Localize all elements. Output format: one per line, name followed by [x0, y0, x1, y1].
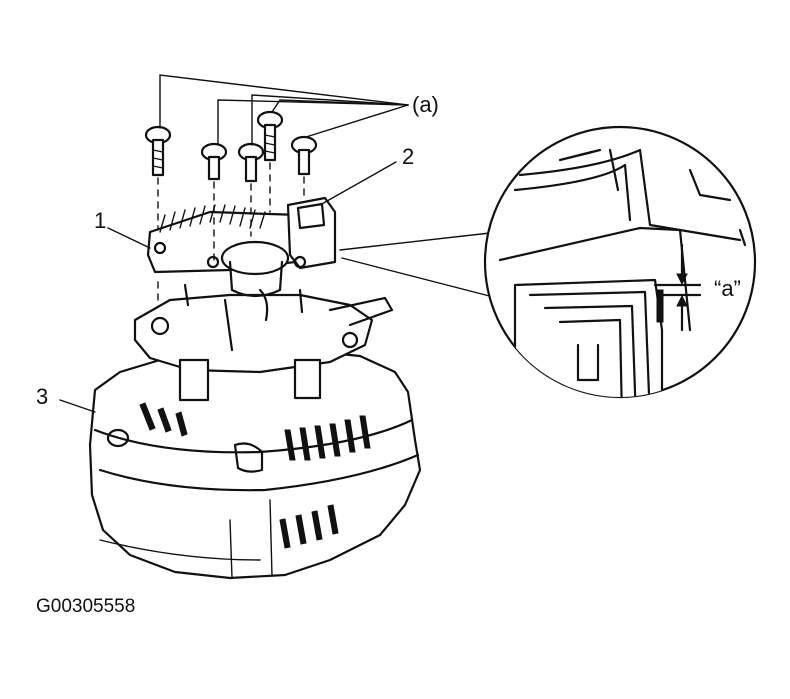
bolt-5 — [290, 135, 318, 176]
bolts — [144, 110, 318, 306]
bolt-1 — [144, 125, 172, 177]
bolt-4 — [256, 110, 284, 162]
bolt-3 — [237, 142, 265, 183]
figure-code: G00305558 — [36, 596, 135, 617]
label-part-1: 1 — [94, 208, 106, 233]
leader-lines — [59, 74, 506, 413]
bolt-2 — [200, 142, 228, 181]
vent-slots — [139, 402, 371, 549]
label-gap-a: “a” — [714, 276, 741, 301]
label-part-2: 2 — [402, 144, 414, 169]
label-part-3: 3 — [36, 384, 48, 409]
label-bolts-a: (a) — [412, 92, 439, 117]
alternator-housing — [88, 348, 422, 580]
ic-regulator — [146, 196, 337, 298]
detail-magnifier — [483, 125, 757, 399]
rectifier-terminals — [133, 283, 394, 402]
